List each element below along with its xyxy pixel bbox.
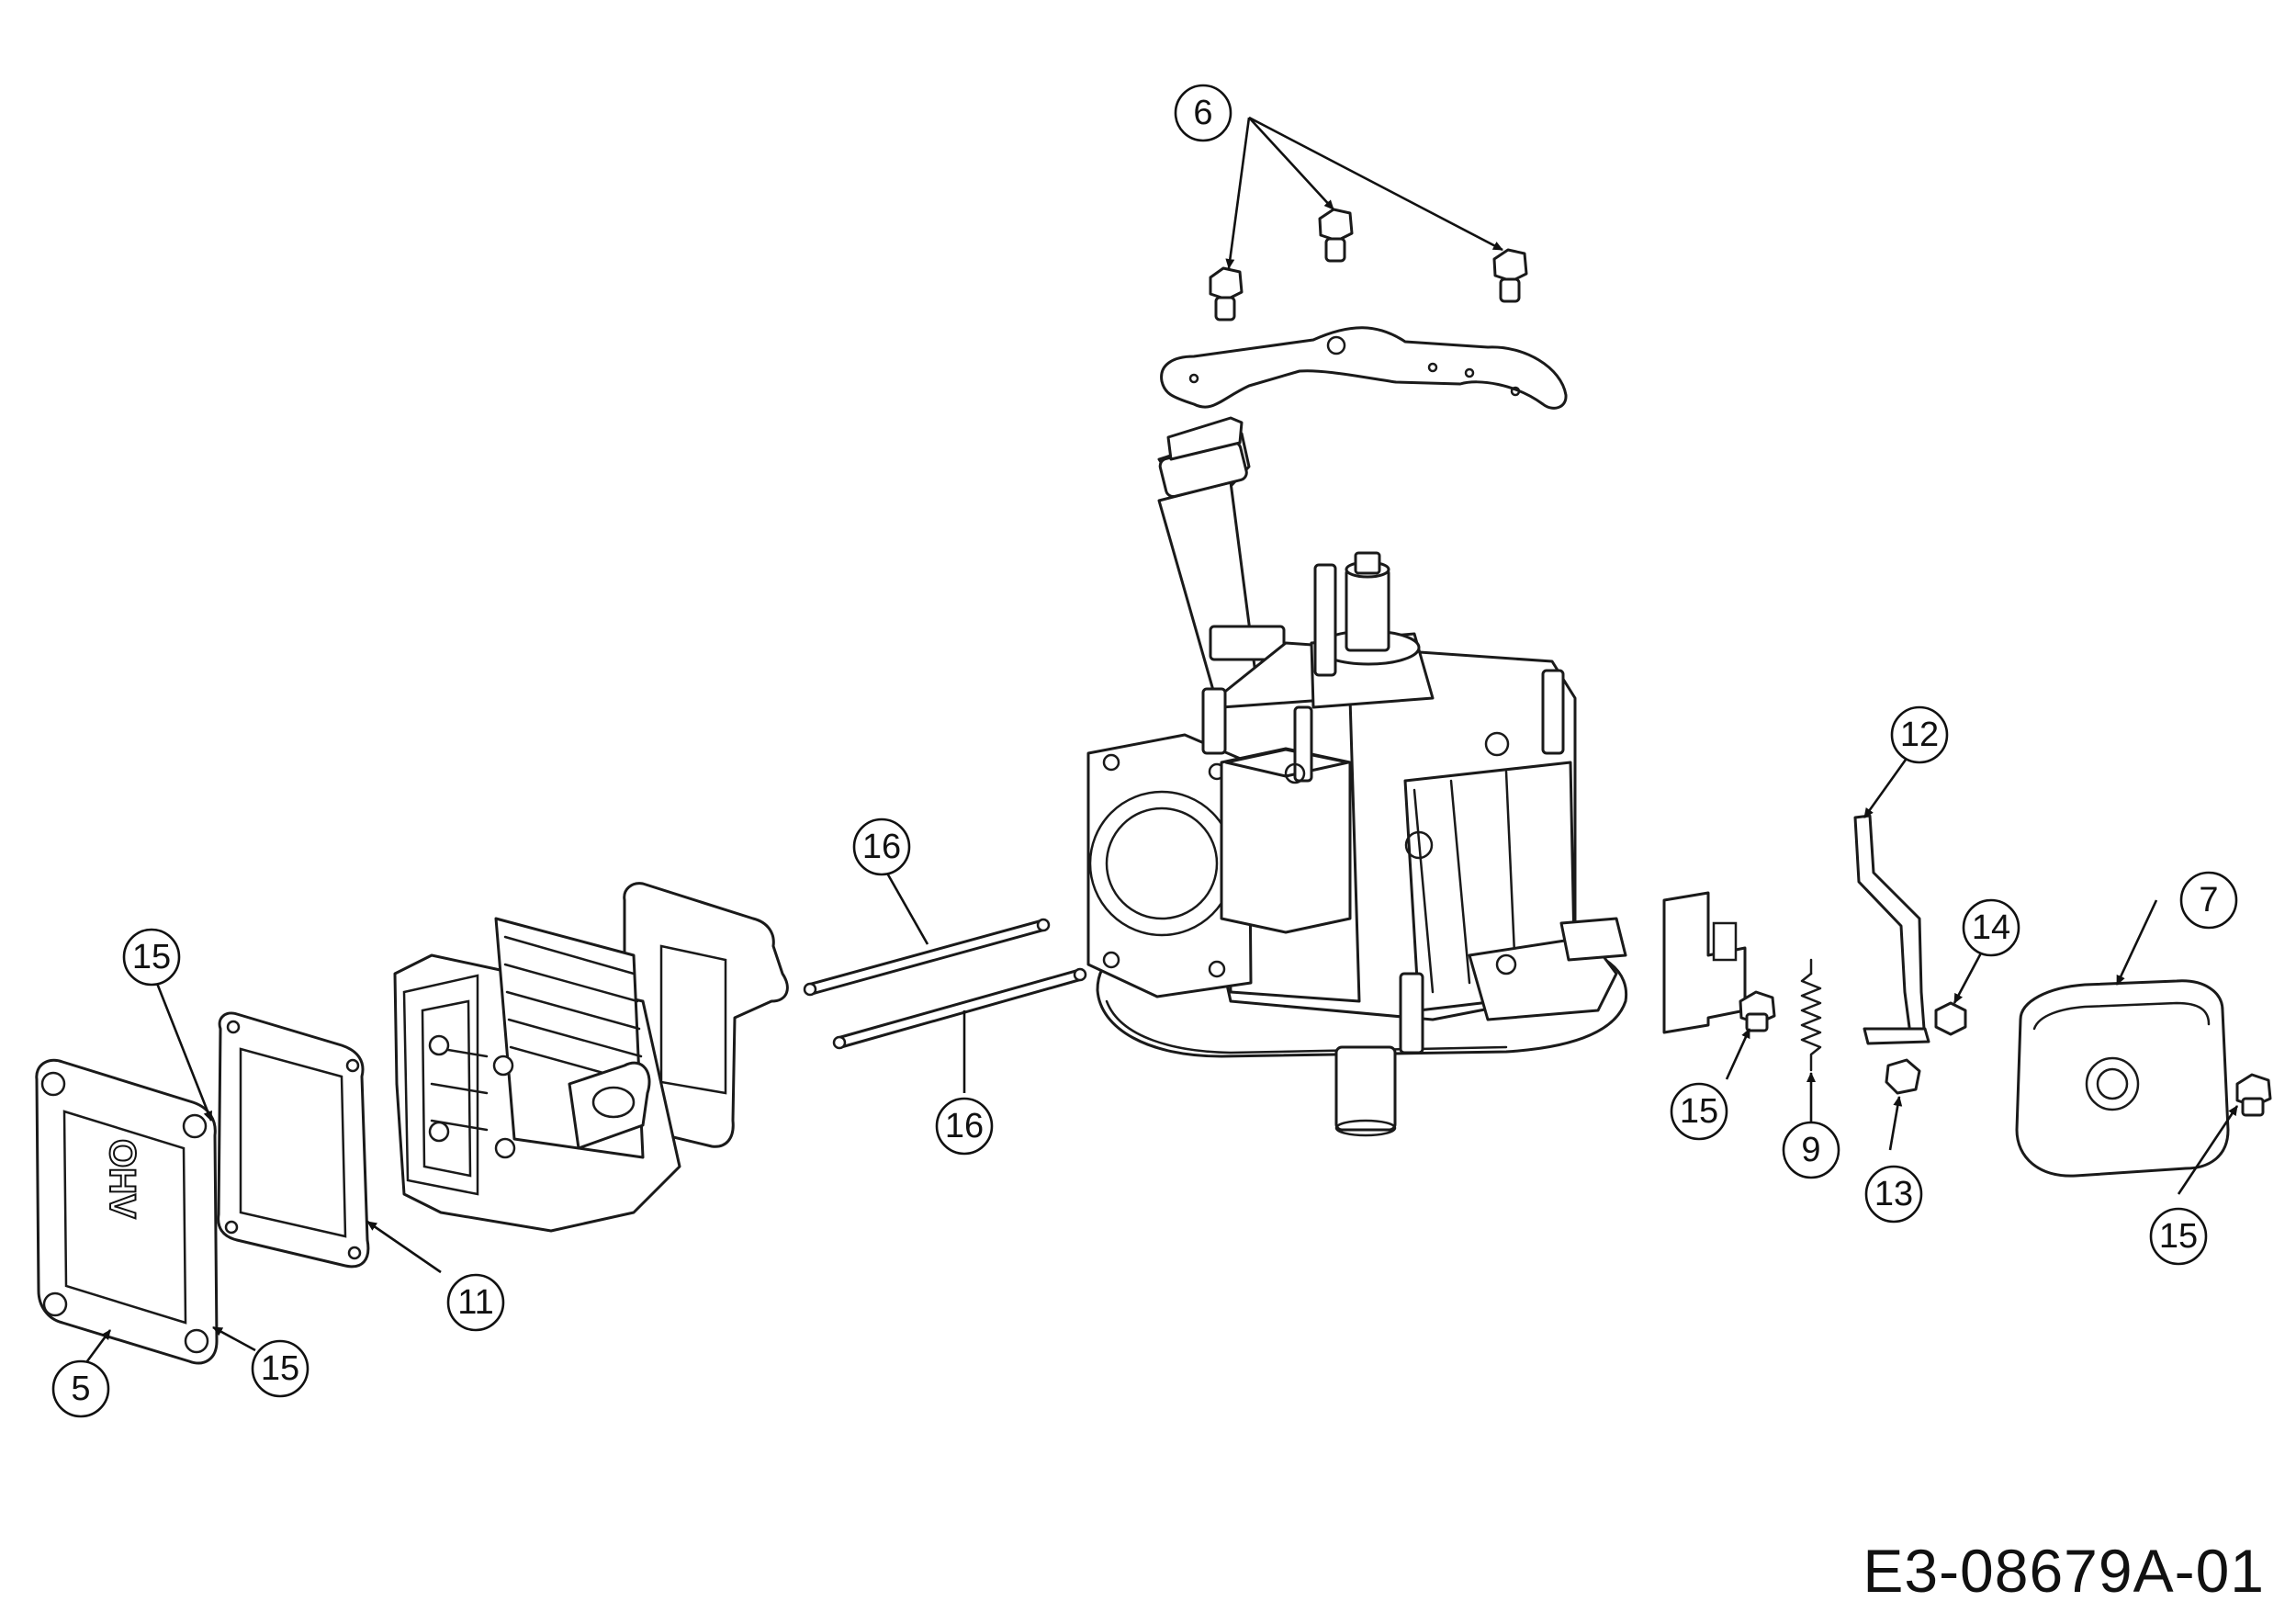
callout-15-right: 15 [2149, 1207, 2208, 1266]
valve-cover-gasket [217, 1011, 370, 1269]
air-filter-cover [2015, 979, 2230, 1178]
svg-text:6: 6 [1193, 94, 1212, 132]
head-gasket [623, 882, 789, 1148]
pushrod-upper [803, 918, 1051, 997]
oil-fill-tube [1157, 416, 1286, 727]
svg-text:9: 9 [1801, 1131, 1820, 1169]
callout-9: 9 [1782, 1121, 1840, 1179]
svg-text:7: 7 [2199, 881, 2218, 919]
svg-text:15: 15 [261, 1349, 299, 1388]
pushrod-lower [832, 967, 1087, 1050]
callout-6: 6 [1174, 84, 1232, 142]
callout-7: 7 [2179, 871, 2238, 930]
valve-cover-label: OHV [102, 1139, 142, 1219]
callout-16-upper: 16 [852, 818, 911, 876]
crankcase-gasket [1160, 326, 1568, 410]
callout-15-mid: 15 [1670, 1082, 1728, 1141]
callout-11: 11 [446, 1273, 505, 1332]
governor-lever [1853, 814, 1930, 1045]
callout-16-lower: 16 [935, 1097, 994, 1156]
callout-14: 14 [1962, 898, 2020, 957]
callout-5: 5 [51, 1359, 110, 1418]
svg-text:15: 15 [132, 938, 171, 976]
callout-12: 12 [1890, 705, 1949, 764]
drawing-code: E3-08679A-01 [1863, 1537, 2265, 1605]
svg-text:12: 12 [1900, 716, 1939, 754]
flange-bolt-15-mid [1739, 990, 1776, 1032]
hex-nut-14 [1934, 1001, 1967, 1036]
bolt-6b [1318, 208, 1354, 263]
valve-cover: OHV [35, 1058, 219, 1365]
lever-bolt-13 [1885, 1058, 1921, 1095]
svg-text:5: 5 [71, 1370, 90, 1408]
svg-text:15: 15 [2159, 1217, 2198, 1256]
svg-text:16: 16 [945, 1107, 984, 1145]
callout-15-left-upper: 15 [122, 928, 181, 987]
svg-text:16: 16 [862, 828, 901, 866]
callout-13: 13 [1864, 1165, 1923, 1224]
crankcase-block [1086, 551, 1628, 1137]
callout-15-left-lower: 15 [251, 1339, 310, 1398]
leader-lines [83, 116, 2239, 1366]
bolt-6a [1209, 266, 1244, 321]
bolt-6c [1492, 248, 1528, 303]
flange-bolt-15-right [2235, 1073, 2272, 1117]
svg-text:15: 15 [1680, 1092, 1718, 1131]
governor-spring [1800, 958, 1822, 1072]
cylinder-head [393, 917, 681, 1233]
svg-text:13: 13 [1874, 1175, 1913, 1213]
svg-text:14: 14 [1972, 908, 2010, 947]
svg-text:11: 11 [457, 1283, 493, 1322]
governor-bracket [1662, 891, 1747, 1034]
